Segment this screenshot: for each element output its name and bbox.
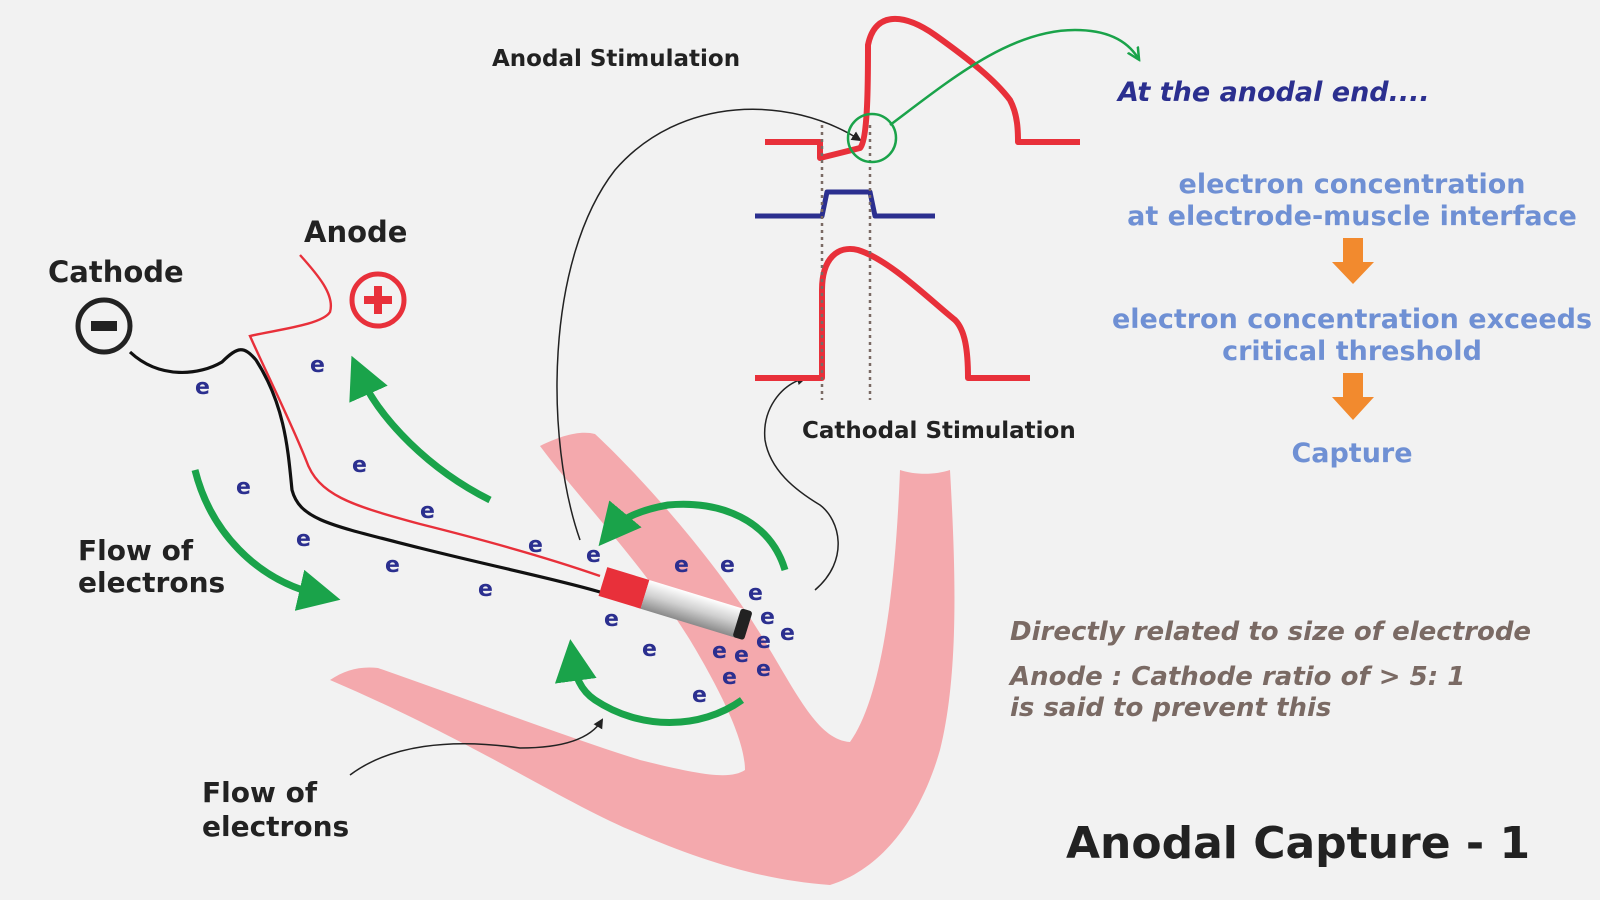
flow-of-electrons-bottom-line2: electrons bbox=[202, 810, 349, 843]
electron: e bbox=[760, 605, 775, 630]
electron: e bbox=[722, 665, 737, 690]
anodal-stimulation-arrow bbox=[556, 108, 862, 541]
electron: e bbox=[385, 553, 400, 578]
green-arrow-bottom-up bbox=[554, 639, 745, 726]
step3-capture: Capture bbox=[1291, 438, 1412, 469]
electron: e bbox=[674, 553, 689, 578]
electron: e bbox=[734, 643, 749, 668]
minus-circle-icon bbox=[75, 297, 133, 355]
note-ratio-line1: Anode : Cathode ratio of > 5: 1 bbox=[1008, 662, 1465, 692]
heart-tissue bbox=[330, 432, 955, 885]
step1-line2: at electrode-muscle interface bbox=[1127, 201, 1577, 232]
electron: e bbox=[604, 607, 619, 632]
electrode bbox=[598, 567, 752, 640]
flow-of-electrons-left-line2: electrons bbox=[78, 566, 225, 599]
diagram-title: Anodal Capture - 1 bbox=[1066, 818, 1530, 869]
electron: e bbox=[352, 453, 367, 478]
anodal-action-potential bbox=[765, 15, 1080, 161]
plus-circle-icon bbox=[349, 271, 407, 329]
anode-label: Anode bbox=[304, 215, 407, 249]
step2-line2: critical threshold bbox=[1222, 336, 1482, 367]
electron: e bbox=[528, 533, 543, 558]
electron: e bbox=[296, 527, 311, 552]
cathode-wire bbox=[128, 348, 601, 594]
stimulus-pulse bbox=[755, 189, 935, 219]
electron: e bbox=[586, 543, 601, 568]
orange-down-arrow-2 bbox=[1332, 373, 1374, 420]
anodal-end-pointer bbox=[889, 28, 1138, 126]
cathode-label: Cathode bbox=[48, 255, 184, 289]
flow-of-electrons-bottom-line1: Flow of bbox=[202, 776, 318, 809]
electron: e bbox=[642, 637, 657, 662]
cathodal-stimulation-arrow bbox=[763, 375, 839, 591]
cathodal-stimulation-label: Cathodal Stimulation bbox=[802, 418, 1076, 444]
anodal-stimulation-label: Anodal Stimulation bbox=[492, 46, 740, 72]
flow-of-electrons-left-line1: Flow of bbox=[78, 534, 194, 567]
flow-bottom-arrow bbox=[349, 718, 604, 776]
electron: e bbox=[712, 639, 727, 664]
electron: e bbox=[420, 499, 435, 524]
electron: e bbox=[720, 553, 735, 578]
electron: e bbox=[195, 375, 210, 400]
electron: e bbox=[310, 353, 325, 378]
cathodal-action-potential bbox=[755, 246, 1030, 381]
step2-line1: electron concentration exceeds bbox=[1112, 304, 1592, 335]
electron: e bbox=[478, 577, 493, 602]
electron: e bbox=[692, 683, 707, 708]
green-arrow-left-up bbox=[349, 355, 492, 504]
at-anodal-end-heading: At the anodal end.... bbox=[1116, 77, 1430, 108]
green-arrow-top-left bbox=[598, 500, 789, 572]
note-ratio-line2: is said to prevent this bbox=[1010, 693, 1331, 723]
orange-down-arrow-1 bbox=[1332, 238, 1374, 284]
electron: e bbox=[748, 581, 763, 606]
electron: e bbox=[236, 475, 251, 500]
electron: e bbox=[780, 621, 795, 646]
step1-line1: electron concentration bbox=[1179, 169, 1526, 200]
anode-wire bbox=[248, 254, 601, 578]
note-electrode-size: Directly related to size of electrode bbox=[1010, 617, 1531, 647]
electron: e bbox=[756, 629, 771, 654]
electron: e bbox=[756, 657, 771, 682]
green-arrow-left-down bbox=[191, 469, 341, 611]
anodal-highlight-circle bbox=[846, 112, 898, 164]
electrons: e e e e e e e e e e e e e e e e e e e e … bbox=[195, 353, 795, 708]
